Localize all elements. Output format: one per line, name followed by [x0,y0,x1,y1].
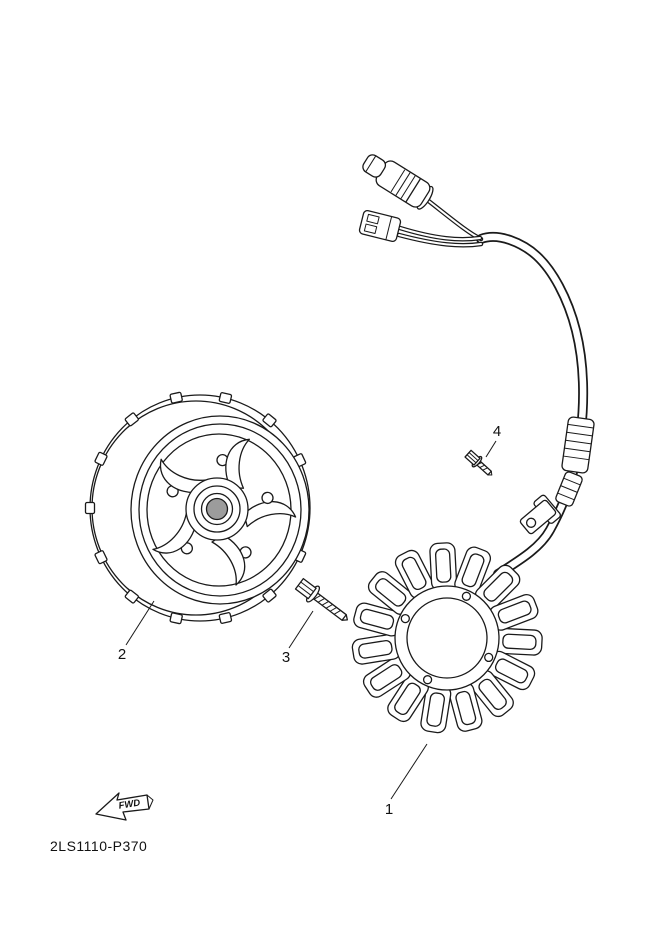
bolt-3 [294,577,348,621]
screw-4 [464,449,493,476]
callouts: 1 2 3 4 [118,423,501,818]
fwd-arrow: FWD [95,792,154,821]
stator-mount-holes [400,591,494,685]
sub-connector [358,209,402,243]
stator-center-hole [406,597,488,679]
rotor-flywheel [84,391,311,625]
leader-line-2 [125,600,155,646]
callout-1[interactable]: 1 [385,801,393,818]
callout-2[interactable]: 2 [118,646,126,663]
leader-line-1 [390,743,428,800]
wire-harness [358,154,595,579]
rotor-rim-notches [84,391,307,625]
callout-4[interactable]: 4 [493,423,501,440]
cable-clamp [519,494,561,535]
stator-coils [351,542,543,734]
cable-sleeve [555,471,583,507]
rotor-shaft-bore [205,497,229,521]
rotor-vanes [152,438,297,586]
fwd-label: FWD [118,797,141,811]
part-code: 2LS1110-P370 [50,838,147,854]
leader-line-4 [485,440,497,458]
main-connector [362,154,434,210]
leader-line-3 [288,610,314,649]
stator-assembly [351,542,543,734]
cable-grommet [561,416,595,474]
callout-3[interactable]: 3 [282,649,290,666]
